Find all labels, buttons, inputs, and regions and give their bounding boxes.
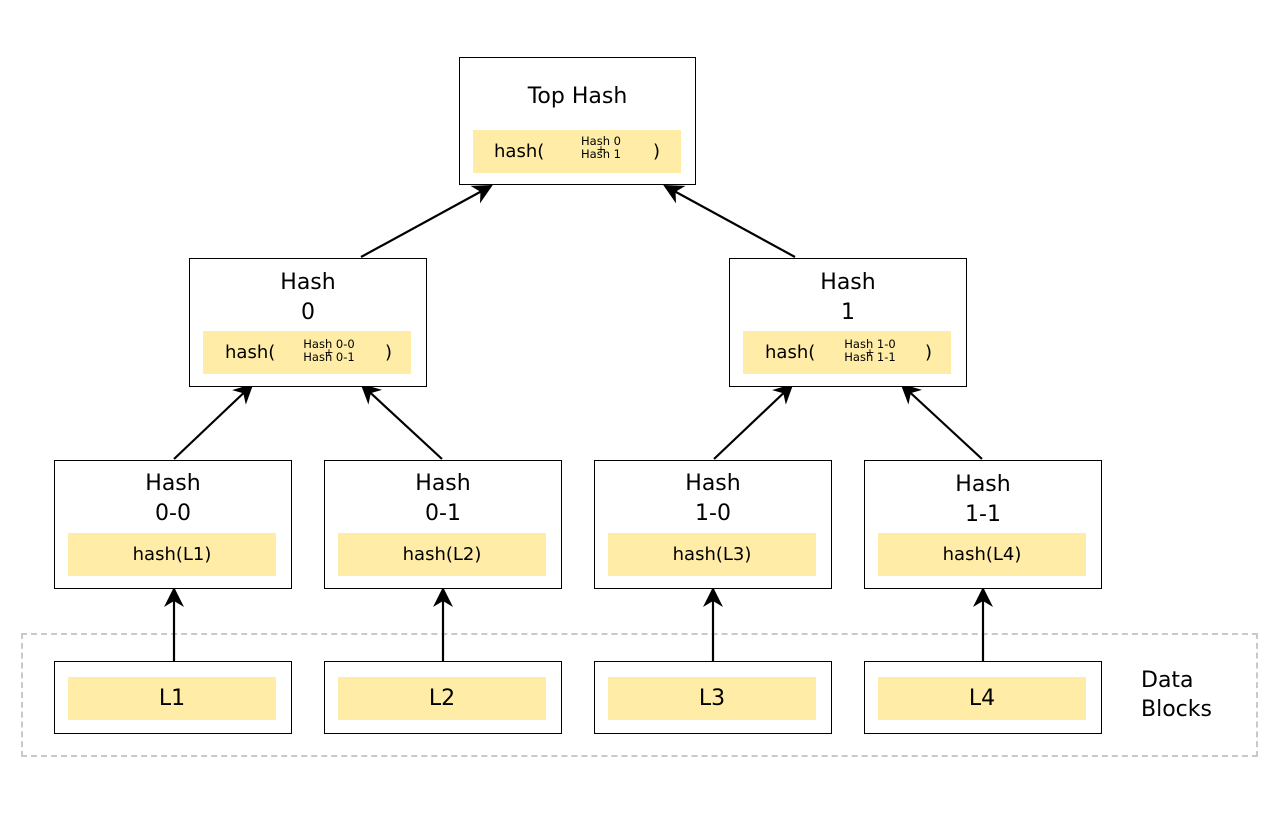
hash-1-0-formula: hash(L3) <box>608 533 816 576</box>
data-block-l3-fill: L3 <box>608 677 816 720</box>
hash-0-title: Hash 0 <box>280 270 336 325</box>
hash-1-formula: hash( Hash 1-0 Hash 1-1 + ) <box>743 331 951 374</box>
formula-fn: hash( <box>225 342 276 363</box>
hash-1-0-title: Hash 1-0 <box>685 471 741 526</box>
formula-text: hash(L2) <box>402 544 482 565</box>
edge-hash11-to-hash1 <box>900 383 983 460</box>
top-hash-node: Top Hash hash( Hash 0 Hash 1 + ) <box>459 57 696 185</box>
formula-close: ) <box>925 342 933 363</box>
data-block-l3: L3 <box>594 661 832 734</box>
data-block-l2-fill: L2 <box>338 677 546 720</box>
data-block-l4-fill: L4 <box>878 677 1086 720</box>
data-block-label: L4 <box>968 686 996 711</box>
data-block-l1-fill: L1 <box>68 677 276 720</box>
data-blocks-label: Data Blocks <box>1141 668 1212 722</box>
hash-0-0-formula: hash(L1) <box>68 533 276 576</box>
formula-close: ) <box>653 141 661 162</box>
hash-1-1-formula: hash(L4) <box>878 533 1086 576</box>
formula-text: hash(L1) <box>132 544 212 565</box>
hash-0-formula: hash( Hash 0-0 Hash 0-1 + ) <box>203 331 411 374</box>
edge-hash10-to-hash1 <box>713 383 794 460</box>
formula-args: Hash 0-0 Hash 0-1 + <box>297 338 361 364</box>
formula-plus: + <box>596 143 606 156</box>
hash-0-0-node: Hash 0-0 hash(L1) <box>54 460 292 589</box>
formula-text: hash(L3) <box>672 544 752 565</box>
top-hash-title: Top Hash <box>527 84 628 109</box>
formula-args: Hash 0 Hash 1 + <box>573 135 629 161</box>
top-hash-formula: hash( Hash 0 Hash 1 + ) <box>473 130 681 173</box>
hash-0-1-formula: hash(L2) <box>338 533 546 576</box>
formula-arg2: Hash 0-1 <box>303 350 355 364</box>
formula-text: hash(L4) <box>942 544 1022 565</box>
formula-arg2: Hash 1 <box>581 147 621 161</box>
hash-0-0-title: Hash 0-0 <box>145 471 201 526</box>
data-block-label: L3 <box>698 686 726 711</box>
formula-fn: hash( <box>765 342 816 363</box>
formula-fn: hash( <box>494 141 545 162</box>
hash-1-title: Hash 1 <box>820 270 876 325</box>
edge-hash0-to-top <box>360 185 493 258</box>
formula-close: ) <box>385 342 393 363</box>
hash-0-node: Hash 0 hash( Hash 0-0 Hash 0-1 + ) <box>189 258 427 387</box>
formula-plus: + <box>324 346 334 359</box>
hash-1-0-node: Hash 1-0 hash(L3) <box>594 460 832 589</box>
formula-args: Hash 1-0 Hash 1-1 + <box>839 338 901 364</box>
data-blocks-group <box>21 633 1258 757</box>
data-block-label: L1 <box>158 686 186 711</box>
hash-0-1-node: Hash 0-1 hash(L2) <box>324 460 562 589</box>
data-block-label: L2 <box>428 686 456 711</box>
hash-0-1-title: Hash 0-1 <box>415 471 471 526</box>
hash-1-1-node: Hash 1-1 hash(L4) <box>864 460 1102 589</box>
edge-hash00-to-hash0 <box>173 383 254 460</box>
data-block-l4: L4 <box>864 661 1102 734</box>
formula-plus: + <box>865 346 875 359</box>
formula-arg1: Hash 0-0 <box>303 337 355 351</box>
hash-1-node: Hash 1 hash( Hash 1-0 Hash 1-1 + ) <box>729 258 967 387</box>
formula-arg1: Hash 0 <box>581 134 621 148</box>
edge-hash1-to-top <box>663 185 796 258</box>
edge-hash01-to-hash0 <box>360 383 443 460</box>
hash-1-1-title: Hash 1-1 <box>955 472 1011 527</box>
data-block-l1: L1 <box>54 661 292 734</box>
formula-arg1: Hash 1-0 <box>844 337 896 351</box>
data-block-l2: L2 <box>324 661 562 734</box>
formula-arg2: Hash 1-1 <box>844 350 896 364</box>
